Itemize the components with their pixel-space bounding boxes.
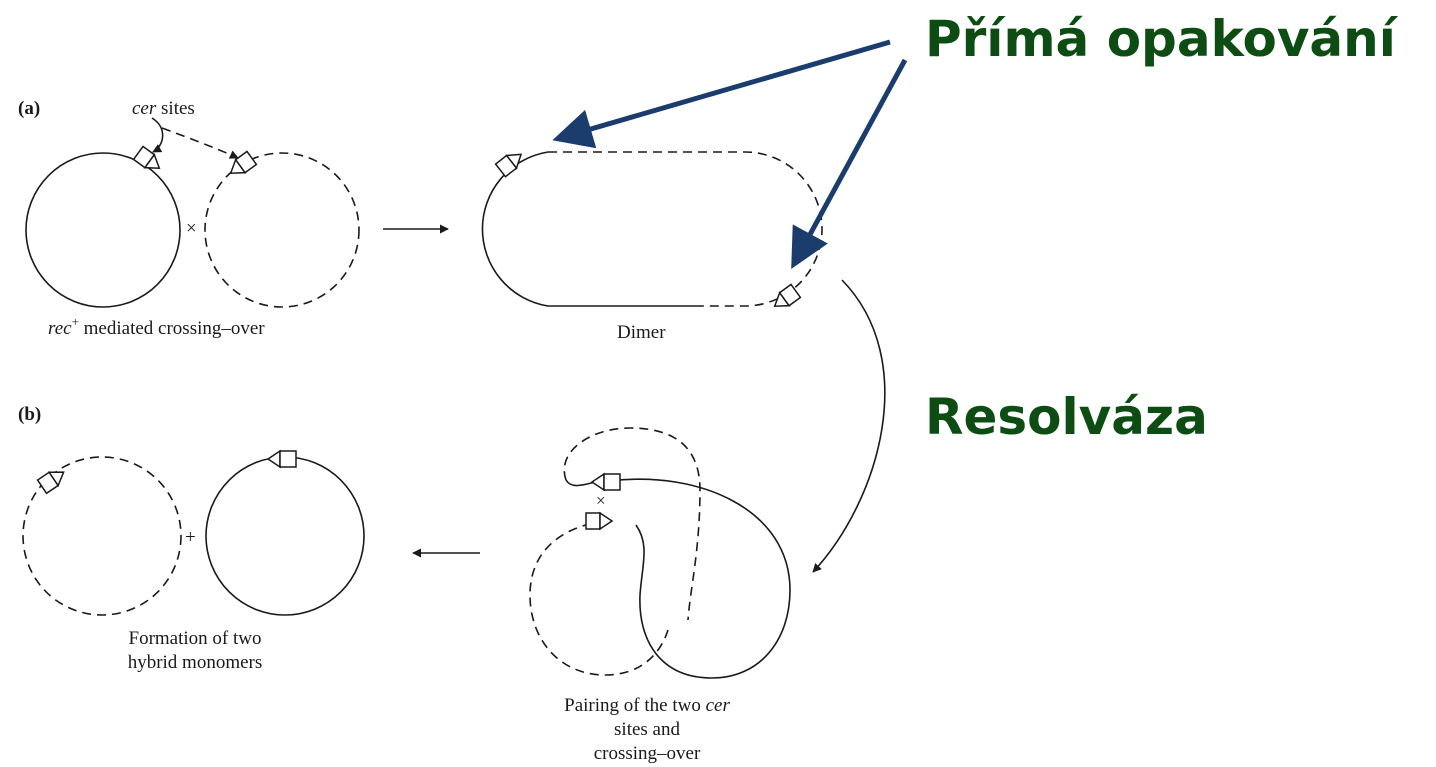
crossover-symbol: × bbox=[186, 218, 197, 239]
cer-site-icon bbox=[132, 145, 161, 170]
pairing-crossover-symbol: × bbox=[596, 491, 606, 510]
pairing-solid-loop bbox=[609, 478, 791, 679]
dimer-cer-site-icon bbox=[773, 283, 802, 308]
rec-caption-text: mediated crossing–over bbox=[79, 318, 265, 339]
hybrid-monomer-dashed bbox=[22, 456, 182, 616]
formation-caption-line2: hybrid monomers bbox=[128, 652, 263, 673]
cer-sites-italic: cer bbox=[132, 98, 157, 119]
pairing-cer-site-icon bbox=[585, 511, 614, 531]
resolvase-heading: Resolváza bbox=[925, 388, 1208, 446]
panel-a-label: (a) bbox=[18, 98, 40, 119]
pairing-cer-site-icon bbox=[590, 472, 621, 492]
plus-symbol: + bbox=[185, 527, 196, 548]
cer-sites-label: cer sites bbox=[132, 98, 195, 119]
pairing-caption-text: Pairing of the two bbox=[564, 695, 705, 716]
panel-b-label: (b) bbox=[18, 404, 41, 425]
dimer-caption: Dimer bbox=[617, 322, 666, 343]
dimer-cer-site-icon bbox=[494, 153, 523, 178]
monomer-circle-solid bbox=[25, 152, 181, 308]
cer-sites-text: sites bbox=[156, 98, 195, 119]
pairing-caption-italic: cer bbox=[706, 695, 731, 716]
monomer-circle-dashed bbox=[204, 152, 360, 308]
arrow-to-pairing bbox=[812, 279, 886, 573]
hybrid-monomer-solid bbox=[205, 456, 365, 616]
formation-caption-line1: Formation of two bbox=[129, 628, 262, 649]
direct-repeat-arrow bbox=[552, 39, 891, 149]
pairing-dashed-top-strand bbox=[563, 427, 701, 621]
direct-repeat-arrow bbox=[791, 58, 908, 270]
rec-caption: rec+ mediated crossing–over bbox=[48, 314, 265, 339]
cer-pointer-solid bbox=[151, 117, 164, 153]
cer-site-icon bbox=[229, 150, 258, 175]
rec-italic: rec bbox=[48, 318, 72, 339]
rec-superscript: + bbox=[72, 314, 79, 329]
dimer-dashed-half bbox=[548, 151, 823, 307]
pairing-dashed-loop bbox=[529, 520, 669, 676]
hybrid-cer-site-icon bbox=[36, 471, 65, 495]
pairing-caption-line3: crossing–over bbox=[594, 743, 701, 764]
pairing-caption-line1: Pairing of the two cer bbox=[564, 695, 730, 716]
cer-pointer-dashed bbox=[161, 127, 239, 159]
pairing-caption-line2: sites and bbox=[614, 719, 680, 740]
direct-repeats-heading: Přímá opakování bbox=[925, 10, 1399, 68]
dimer-solid-half bbox=[481, 151, 700, 307]
hybrid-cer-site-icon bbox=[266, 449, 297, 469]
